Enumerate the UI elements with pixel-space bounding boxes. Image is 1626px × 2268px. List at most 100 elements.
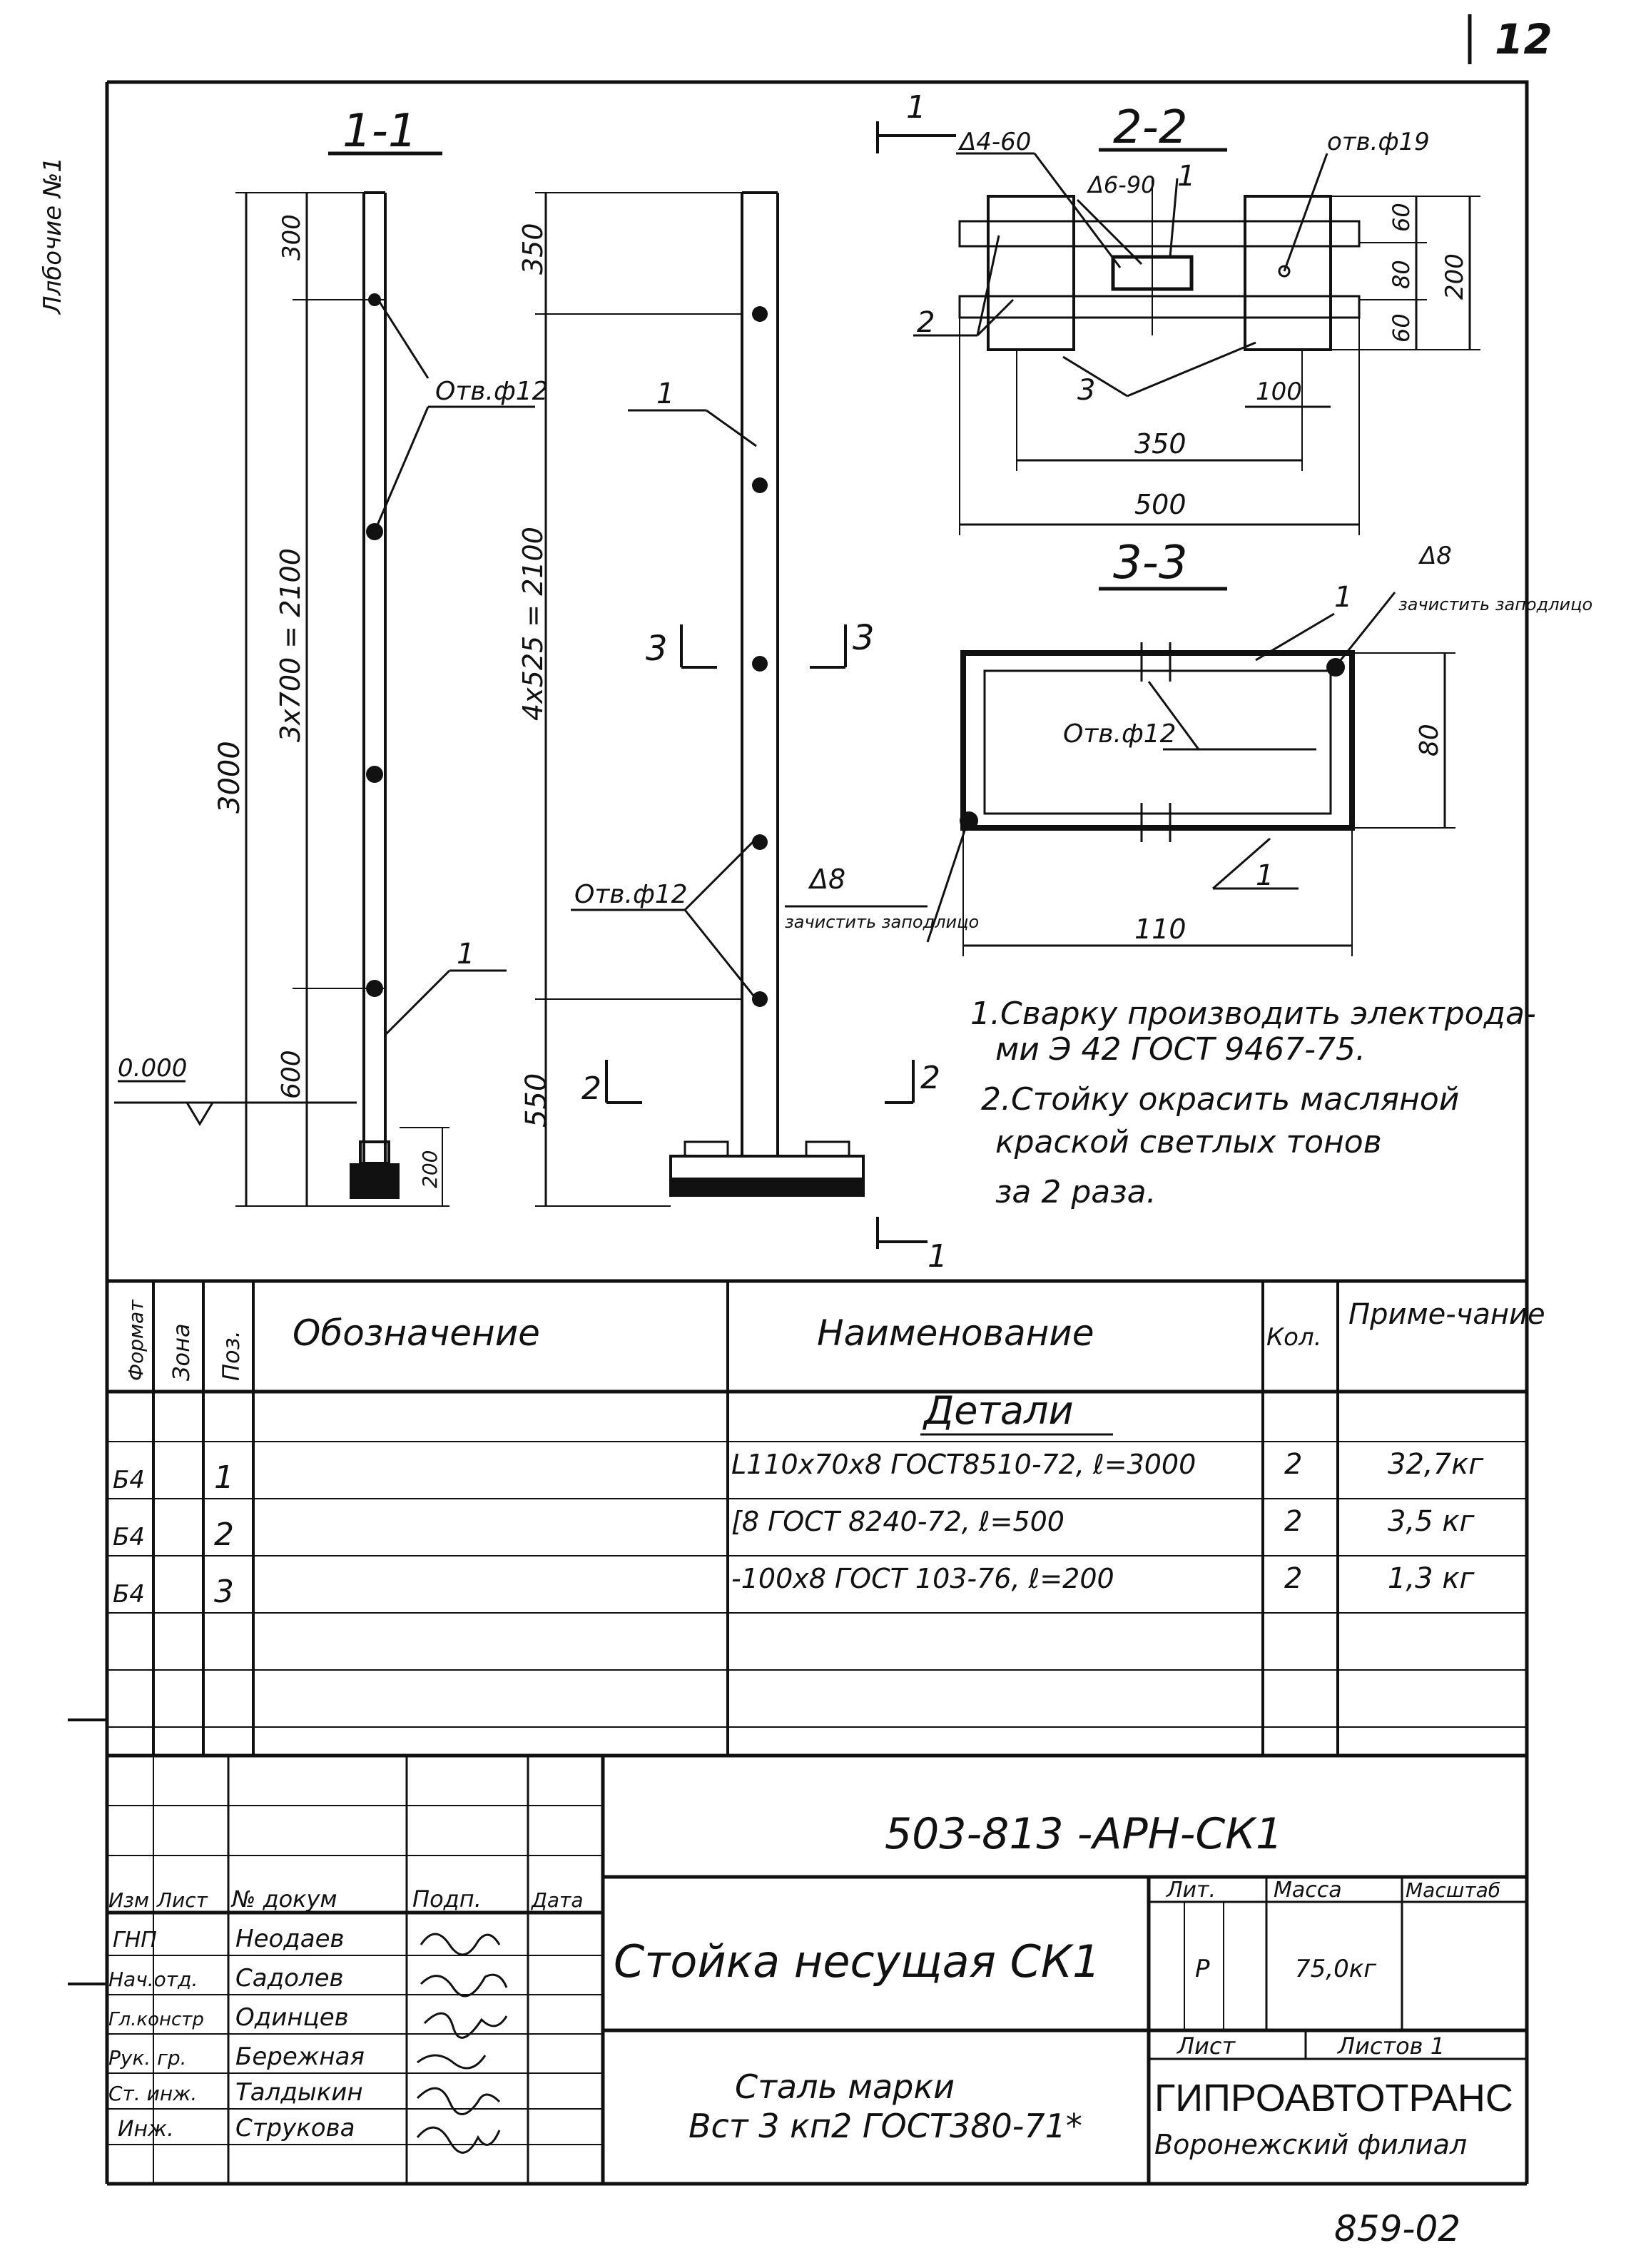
dim-80: 80	[1388, 260, 1415, 289]
hdr-format: Формат	[124, 1300, 148, 1381]
weld-6-90: Δ6-90	[1086, 171, 1156, 198]
view-1-1: 1-1 300 3х700 = 2100 3000 600 200 Отв.ф1…	[114, 105, 549, 1207]
view-2-2: 2-2 60 80 60 200 100 350 500 Δ4-60	[913, 101, 1480, 535]
pos-1-3-3-bottom: 1	[1256, 859, 1274, 892]
sheet-label: Лист	[1177, 2032, 1236, 2060]
material-line-2: Вст 3 кп2 ГОСТ380-71*	[688, 2107, 1082, 2145]
doc-code: 503-813 -АРН-СК1	[885, 1809, 1283, 1859]
mass-label: Масса	[1274, 1878, 1342, 1903]
row2-qty: 2	[1284, 1505, 1302, 1538]
bottom-code: 859-02	[1334, 2208, 1460, 2249]
note-line-1: 1.Сварку производить электрода-	[970, 996, 1536, 1032]
pos-2-2-2: 2	[917, 306, 935, 339]
staff-role: Рук. гр.	[108, 2046, 187, 2070]
dim-350-b: 350	[1134, 428, 1187, 460]
dim-4x525: 4х525 = 2100	[517, 527, 549, 721]
spec-row: Б4 3 -100х8 ГОСТ 103-76, ℓ=200 2 1,3 кг	[113, 1562, 1475, 1610]
weld-4-60: Δ4-60	[957, 128, 1031, 156]
dim-60-top: 60	[1388, 203, 1415, 232]
cut2-left: 2	[581, 1070, 601, 1107]
pos-1-2-2: 1	[1177, 160, 1195, 193]
staff-row: Гл.констр Одинцев	[108, 2003, 349, 2032]
hole-19: отв.ф19	[1327, 128, 1430, 156]
row3-name: -100х8 ГОСТ 103-76, ℓ=200	[731, 1563, 1114, 1594]
dim-550: 550	[520, 1073, 553, 1128]
spec-row: Б4 2 [8 ГОСТ 8240-72, ℓ=500 2 3,5 кг	[113, 1505, 1475, 1553]
cut1-bottom: 1	[928, 1238, 947, 1275]
row2-pos: 2	[214, 1517, 234, 1553]
weld-8-left: Δ8	[808, 864, 845, 895]
section-details: Детали	[923, 1388, 1074, 1433]
lit-label: Лит.	[1166, 1878, 1216, 1903]
staff-role: Гл.констр	[108, 2009, 204, 2030]
frame-border	[107, 80, 1529, 2184]
view-2-2-title: 2-2	[1113, 101, 1188, 154]
spec-row: Б4 1 L110х70х8 ГОСТ8510-72, ℓ=3000 2 32,…	[113, 1448, 1484, 1496]
dim-110: 110	[1134, 913, 1187, 945]
staff-name: Талдыкин	[235, 2078, 363, 2107]
dim-600: 600	[277, 1050, 306, 1099]
staff-name: Струкова	[235, 2114, 355, 2142]
row3-pos: 3	[214, 1574, 234, 1610]
hdr-doc: № докум	[230, 1885, 337, 1913]
row1-format: Б4	[113, 1466, 145, 1494]
row2-name: [8 ГОСТ 8240-72, ℓ=500	[731, 1506, 1064, 1537]
view-1-1-title: 1-1	[342, 105, 417, 158]
view-3-3-title: 3-3	[1113, 537, 1188, 589]
row3-note: 1,3 кг	[1388, 1562, 1475, 1595]
staff-role: Инж.	[118, 2117, 174, 2142]
hdr-izm: Изм	[108, 1888, 149, 1912]
staff-row: ГНП Неодаев	[113, 1925, 345, 1953]
cut3-right: 3	[853, 618, 875, 658]
row3-qty: 2	[1284, 1562, 1302, 1595]
hole-3-3: Отв.ф12	[1063, 719, 1177, 749]
row1-name: L110х70х8 ГОСТ8510-72, ℓ=3000	[731, 1449, 1196, 1480]
staff-role: Ст. инж.	[108, 2082, 197, 2105]
view-3-3: 3-3 80 110 1 Δ8 зачистить заподлицо Отв.…	[785, 537, 1592, 956]
pos-label-1-1: 1	[457, 938, 474, 971]
scale-label: Масштаб	[1406, 1878, 1500, 1902]
view-front: 350 4х525 = 2100 550 Отв.ф12 1 3 3 2 2 1…	[517, 89, 956, 1275]
row1-note: 32,7кг	[1388, 1448, 1484, 1481]
row1-pos: 1	[214, 1459, 234, 1496]
staff-name: Бережная	[235, 2042, 365, 2071]
row3-format: Б4	[113, 1580, 145, 1609]
pos-label-front: 1	[656, 378, 674, 410]
weld-8-top: Δ8	[1418, 542, 1452, 570]
cut3-left: 3	[646, 629, 668, 669]
dim-350: 350	[517, 223, 549, 275]
lit-value: Р	[1195, 1955, 1210, 1983]
staff-row: Рук. гр. Бережная	[108, 2042, 365, 2071]
material-line-1: Сталь марки	[735, 2067, 955, 2106]
notes: 1.Сварку производить электрода- ми Э 42 …	[970, 996, 1536, 1210]
side-note: Ллбочие №1	[39, 157, 67, 315]
hdr-list: Лист	[156, 1888, 208, 1912]
row2-note: 3,5 кг	[1388, 1505, 1475, 1538]
staff-role: Нач.отд.	[108, 1968, 198, 1991]
dim-100: 100	[1256, 378, 1302, 406]
staff-row: Нач.отд. Садолев	[108, 1964, 344, 1993]
spec-table: Формат Зона Поз. Обозначение Наименовани…	[107, 1279, 1545, 1756]
level-mark: 0.000	[118, 1054, 187, 1083]
cut1-top: 1	[906, 89, 926, 126]
dim-60-bottom: 60	[1388, 313, 1415, 343]
hole-label-front: Отв.ф12	[574, 880, 688, 909]
title-block: Изм Лист № докум Подп. Дата ГНП Неодаев …	[107, 1753, 1527, 2184]
hdr-date: Дата	[530, 1888, 584, 1912]
pos-1-3-3-top: 1	[1334, 581, 1352, 614]
staff-name: Садолев	[235, 1964, 344, 1993]
staff-row: Инж. Струкова	[118, 2114, 355, 2142]
row2-format: Б4	[113, 1523, 145, 1551]
hdr-note: Приме-чание	[1348, 1298, 1545, 1331]
dim-200: 200	[1440, 253, 1469, 300]
drawing-title: Стойка несущая СК1	[614, 1935, 1100, 1988]
dim-3000: 3000	[213, 741, 246, 814]
mass-value: 75,0кг	[1295, 1955, 1377, 1983]
org-name: ГИПРОАВТОТРАНС	[1154, 2077, 1513, 2120]
hdr-qty: Кол.	[1266, 1323, 1321, 1352]
org-branch: Воронежский филиал	[1154, 2129, 1467, 2160]
hdr-designation: Обозначение	[293, 1312, 540, 1354]
sheet-number: 12	[1495, 15, 1553, 64]
dim-200-base: 200	[418, 1150, 442, 1188]
